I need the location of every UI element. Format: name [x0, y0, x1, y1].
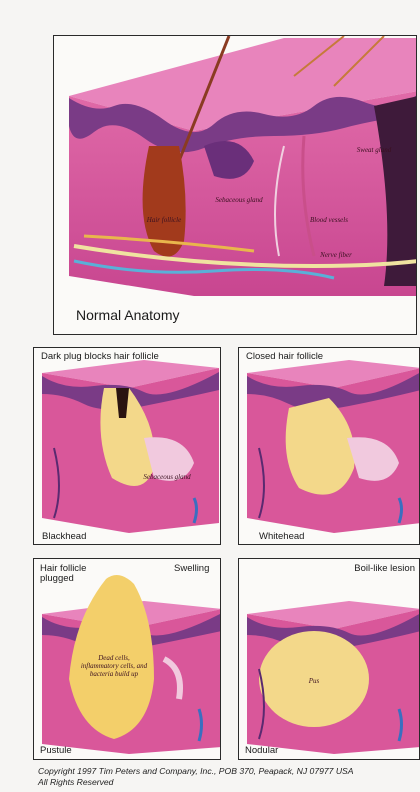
copyright-notice: Copyright 1997 Tim Peters and Company, I… [38, 766, 418, 787]
blackhead-label: Blackhead [42, 531, 86, 542]
normal-label-hair-follicle: Hair follicle [144, 216, 184, 224]
pustule-inner-label: Dead cells, inflammatory cells, and bact… [79, 654, 149, 678]
pustule-label: Pustule [40, 745, 72, 756]
nodular-caption: Boil-like lesion [354, 564, 415, 574]
whitehead-illustration [239, 348, 420, 545]
whitehead-panel: Closed hair follicle Whitehead [238, 347, 420, 545]
pustule-caption: Hair follicle plugged [40, 564, 110, 584]
blackhead-illustration [34, 348, 221, 545]
normal-label-blood-vessels: Blood vessels [309, 216, 349, 224]
whitehead-label: Whitehead [259, 531, 304, 542]
copyright-line-1: Copyright 1997 Tim Peters and Company, I… [38, 766, 418, 777]
whitehead-caption: Closed hair follicle [246, 352, 323, 362]
normal-anatomy-label: Normal Anatomy [76, 307, 179, 323]
nodular-label: Nodular [245, 745, 278, 756]
blackhead-inner-label: Sebaceous gland [142, 473, 192, 481]
copyright-line-2: All Rights Reserved [38, 777, 418, 788]
blackhead-panel: Dark plug blocks hair follicle Sebaceous… [33, 347, 221, 545]
normal-label-nerve-fiber: Nerve fiber [316, 251, 356, 259]
normal-anatomy-panel: Hair follicle Sebaceous gland Blood vess… [53, 35, 417, 335]
blackhead-caption: Dark plug blocks hair follicle [41, 352, 159, 362]
pustule-caption-swelling: Swelling [174, 564, 209, 574]
nodular-illustration [239, 559, 420, 760]
normal-label-sweat-gland: Sweat gland [354, 146, 394, 154]
nodular-panel: Boil-like lesion Pus Nodular [238, 558, 420, 760]
normal-label-sebaceous-gland: Sebaceous gland [214, 196, 264, 204]
nodular-inner-label: Pus [299, 677, 329, 685]
normal-anatomy-illustration [54, 36, 417, 335]
pustule-panel: Hair follicle plugged Swelling Dead cell… [33, 558, 221, 760]
